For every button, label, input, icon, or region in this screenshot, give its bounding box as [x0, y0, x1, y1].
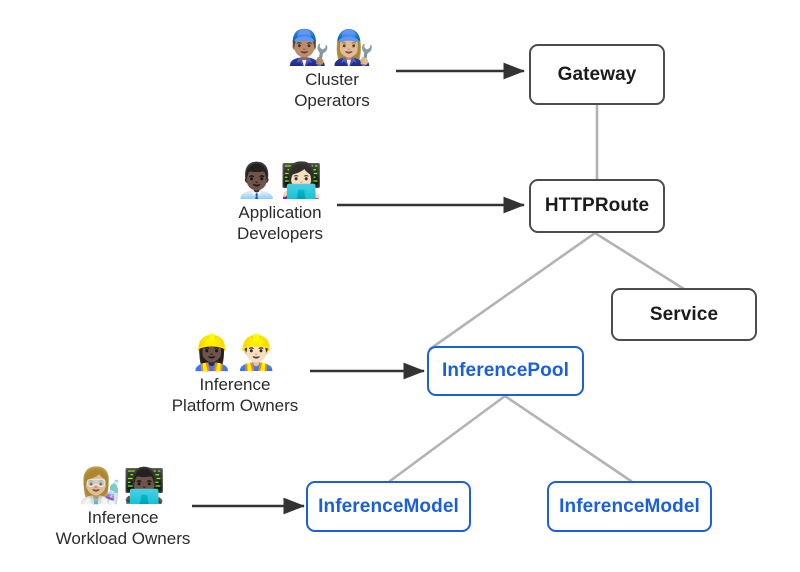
- persona-application-developers: 👨🏿‍💼👩🏻‍💻 Application Developers: [200, 161, 360, 244]
- inference-workload-owners-avatars: 👩🏼‍🔬👨🏿‍💻: [78, 466, 168, 506]
- application-developers-avatars: 👨🏿‍💼👩🏻‍💻: [235, 161, 325, 201]
- node-inferencemodel-1[interactable]: InferenceModel: [306, 481, 471, 532]
- node-service[interactable]: Service: [611, 288, 757, 341]
- persona-inference-platform-owners: 👷🏿‍♀️👷🏻‍♂️ Inference Platform Owners: [155, 333, 315, 416]
- node-inferencepool-label: InferencePool: [442, 360, 569, 381]
- edge-inferencepool-inferencemodel-2: [503, 394, 633, 483]
- cluster-operators-avatars: 👨🏽‍🔧👩🏼‍🔧: [287, 28, 377, 68]
- edge-httproute-service: [593, 231, 686, 291]
- node-inferencemodel-1-label: InferenceModel: [318, 495, 459, 517]
- persona-inference-workload-owners: 👩🏼‍🔬👨🏿‍💻 Inference Workload Owners: [38, 466, 208, 549]
- cluster-operators-label: Cluster Operators: [294, 70, 370, 110]
- application-developers-label: Application Developers: [237, 203, 323, 243]
- node-httproute[interactable]: HTTPRoute: [529, 179, 665, 233]
- persona-cluster-operators: 👨🏽‍🔧👩🏼‍🔧 Cluster Operators: [262, 28, 402, 111]
- inference-platform-owners-label: Inference Platform Owners: [171, 375, 299, 415]
- node-service-label: Service: [649, 303, 719, 325]
- node-inferencemodel-2[interactable]: InferenceModel: [547, 481, 712, 532]
- node-inferencemodel-2-label: InferenceModel: [559, 495, 700, 517]
- edge-inferencepool-inferencemodel-1: [388, 394, 507, 483]
- inference-platform-owners-avatars: 👷🏿‍♀️👷🏻‍♂️: [190, 333, 280, 373]
- node-gateway[interactable]: Gateway: [529, 44, 665, 105]
- inference-workload-owners-label: Inference Workload Owners: [55, 508, 191, 548]
- node-inferencepool[interactable]: InferencePool: [427, 346, 584, 396]
- node-httproute-label: HTTPRoute: [544, 195, 650, 216]
- node-gateway-label: Gateway: [557, 63, 637, 85]
- edge-httproute-inferencepool: [428, 231, 597, 351]
